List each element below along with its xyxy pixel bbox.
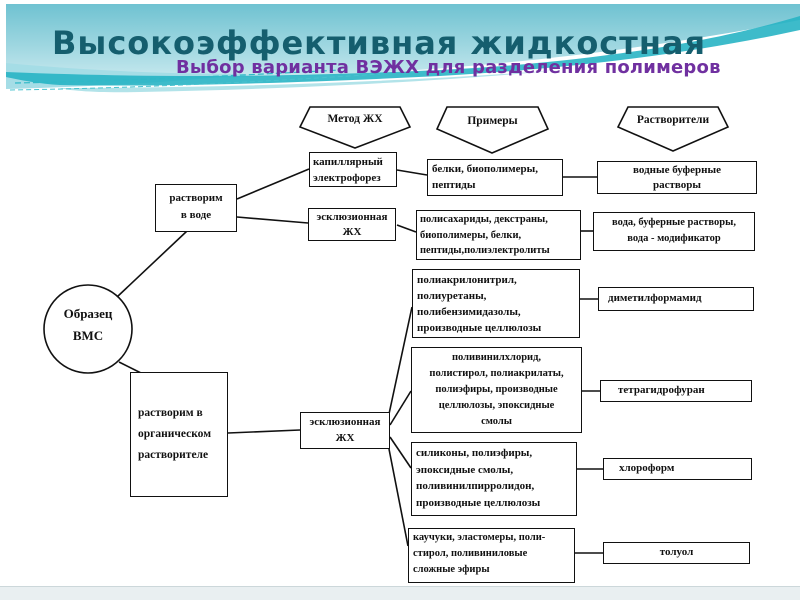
condition-node-water-soluble: растворим в воде (155, 184, 237, 232)
method-node-sec-lower: эсклюзионная ЖХ (300, 412, 390, 449)
connector-water-sec (236, 216, 309, 224)
column-header-solvents: Растворители (636, 114, 710, 126)
sample-circle (43, 284, 133, 374)
slide-bottom-margin (0, 586, 800, 600)
connector-sec2-silicones (389, 436, 412, 469)
example-node-polyacrylonitrile: полиакрилонитрил, полиуретаны, полибензи… (412, 269, 580, 338)
pennant-method (298, 106, 412, 149)
connector-sample-water (116, 230, 188, 298)
example-node-polysaccharides: полисахариды, декстраны, биополимеры, бе… (416, 210, 581, 260)
pennant-examples (435, 106, 550, 154)
method-node-sec-upper: эсклюзионная ЖХ (308, 208, 396, 241)
method-node-capillary-electrophoresis: капиллярный электрофорез (309, 152, 397, 187)
slide-subtitle: Выбор варианта ВЭЖХ для разделения полим… (176, 57, 721, 78)
slide-left-margin (0, 0, 6, 100)
connector-sec2-rubbers (388, 448, 409, 547)
example-node-rubbers: каучуки, эластомеры, поли- стирол, полив… (408, 528, 575, 583)
column-header-method: Метод ЖХ (327, 113, 383, 125)
connector-water-capillary (236, 168, 310, 200)
example-node-pvc: поливинилхлорид, полистирол, полиакрилат… (411, 347, 582, 433)
solvent-node-thf: тетрагидрофуран (600, 380, 752, 402)
connector-sample-organic (118, 361, 142, 374)
solvent-node-toluene: толуол (603, 542, 750, 564)
banner-swoosh-highlight (60, 70, 560, 93)
slide-title: Высокоэффективная жидкостная (52, 24, 707, 62)
sample-node-label: Образец ВМС (63, 306, 113, 343)
banner-dashed-line-1 (14, 69, 341, 84)
connector-sec2-pan (388, 306, 413, 415)
connector-sec2-pvc (389, 390, 412, 426)
connector-organic-sec2 (227, 429, 301, 434)
connector-capillary-proteins (396, 169, 428, 176)
example-node-silicones: силиконы, полиэфиры, эпоксидные смолы, п… (411, 442, 577, 516)
solvent-node-dmf: диметилформамид (598, 287, 754, 311)
banner-wave-graphic (6, 4, 800, 93)
example-node-proteins: белки, биополимеры, пептиды (427, 159, 563, 196)
banner-dashed-line-2 (9, 73, 381, 91)
solvent-node-water-buffers: вода, буферные растворы, вода - модифика… (593, 212, 755, 251)
pennant-solvents (616, 106, 730, 152)
connector-sec1-polysaccharides (396, 224, 417, 233)
column-header-examples: Примеры (467, 115, 518, 127)
condition-node-organic-soluble: растворим в органическом растворителе (130, 372, 228, 497)
banner-background (6, 4, 800, 78)
solvent-node-aqueous-buffers: водные буферные растворы (597, 161, 757, 194)
banner-swoosh (6, 16, 800, 86)
solvent-node-chloroform: хлороформ (603, 458, 752, 480)
